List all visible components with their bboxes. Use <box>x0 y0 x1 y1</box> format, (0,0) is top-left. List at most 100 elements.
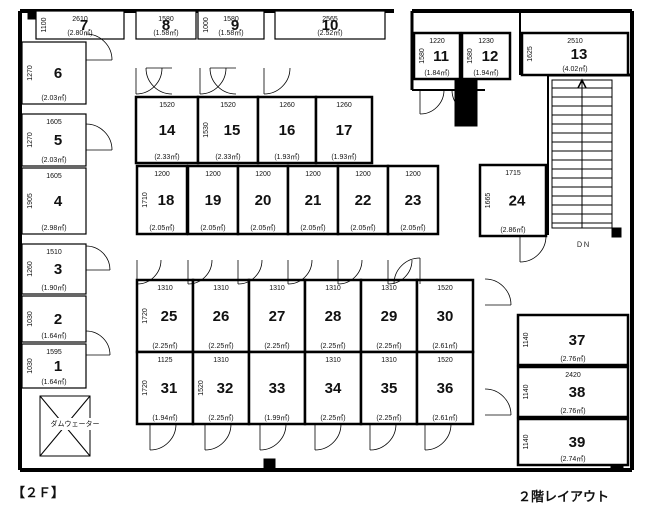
room-outline <box>236 164 290 236</box>
unit-number: 23 <box>405 192 422 209</box>
dumbwaiter-label: ダムウェーター <box>51 419 100 428</box>
door-swing-arc <box>85 123 113 151</box>
room-outline <box>460 31 512 81</box>
unit-number: 4 <box>54 193 63 210</box>
unit-number: 12 <box>482 48 499 65</box>
unit-number: 24 <box>509 192 526 209</box>
floor-area: (2.05㎡) <box>250 224 275 232</box>
stair-down-label: ＤＮ <box>576 241 590 249</box>
width-dimension: 1520 <box>220 102 236 109</box>
floor-area: (1.94㎡) <box>152 414 177 422</box>
door-swing-arc <box>451 89 477 115</box>
width-dimension: 1200 <box>355 171 371 178</box>
room-outline <box>412 31 462 81</box>
floor-area: (2.61㎡) <box>432 414 457 422</box>
depth-dimension: 1710 <box>142 192 149 208</box>
floor-area: (2.76㎡) <box>560 407 585 415</box>
door-swing-arc <box>484 278 512 306</box>
room-outline <box>516 313 630 367</box>
door-swing-arc <box>314 423 342 451</box>
floor-area: (1.94㎡) <box>473 69 498 77</box>
width-dimension: 1200 <box>305 171 321 178</box>
room-outline <box>386 164 440 236</box>
width-dimension: 1200 <box>154 171 170 178</box>
floor-area: (2.05㎡) <box>400 224 425 232</box>
floor-area: (2.25㎡) <box>376 414 401 422</box>
width-dimension: 1310 <box>157 285 173 292</box>
depth-dimension: 1520 <box>198 380 205 396</box>
unit-number: 28 <box>325 308 342 325</box>
floor-area: (2.76㎡) <box>560 355 585 363</box>
width-dimension: 1310 <box>381 357 397 364</box>
unit-number: 29 <box>381 308 398 325</box>
width-dimension: 1310 <box>381 285 397 292</box>
width-dimension: 1520 <box>437 357 453 364</box>
unit-number: 11 <box>433 48 449 65</box>
door-swing-arc <box>337 259 363 285</box>
unit-number: 1 <box>54 358 62 375</box>
door-swing-arc <box>136 259 162 285</box>
unit-number: 20 <box>255 192 272 209</box>
depth-dimension: 1720 <box>142 308 149 324</box>
door-swing-arc <box>519 235 547 263</box>
floor-area: (2.25㎡) <box>320 414 345 422</box>
floor-area: (1.99㎡) <box>264 414 289 422</box>
layout-title: ２階レイアウト <box>518 489 609 504</box>
floor-area: (2.25㎡) <box>264 342 289 350</box>
width-dimension: 1520 <box>159 102 175 109</box>
floor-area: (2.74㎡) <box>560 455 585 463</box>
door-swing-arc <box>204 423 232 451</box>
room-outline <box>21 343 87 389</box>
unit-number: 9 <box>231 17 239 34</box>
floor-area: (1.64㎡) <box>41 378 66 386</box>
room-outline <box>134 95 200 165</box>
floor-area: (1.64㎡) <box>41 332 66 340</box>
unit-number: 3 <box>54 261 62 278</box>
door-swing-arc <box>424 423 452 451</box>
unit-number: 6 <box>54 65 62 82</box>
floor-area: (2.25㎡) <box>376 342 401 350</box>
door-swing-arc <box>145 67 173 95</box>
room-outline <box>135 10 197 40</box>
room-outline <box>197 10 265 40</box>
unit-number: 2 <box>54 311 62 328</box>
floor-area: (1.93㎡) <box>274 153 299 161</box>
depth-dimension: 1905 <box>27 193 34 209</box>
width-dimension: 1580 <box>158 16 174 23</box>
floor-area: (2.86㎡) <box>500 226 525 234</box>
unit-number: 27 <box>269 308 286 325</box>
unit-number: 8 <box>162 17 170 34</box>
door-swing-arc <box>259 423 287 451</box>
width-dimension: 1200 <box>405 171 421 178</box>
door-swing-arc <box>199 67 227 95</box>
room-outline <box>135 164 189 236</box>
unit-number: 34 <box>325 380 342 397</box>
width-dimension: 1220 <box>429 38 445 45</box>
room-outline <box>286 164 340 236</box>
unit-number: 30 <box>437 308 454 325</box>
floor-area: (2.80㎡) <box>67 29 92 37</box>
floor-area: (2.98㎡) <box>41 224 66 232</box>
depth-dimension: 1665 <box>485 193 492 209</box>
door-swing-arc <box>263 67 291 95</box>
width-dimension: 2420 <box>565 372 581 379</box>
room-outline <box>303 350 363 426</box>
room-outline <box>336 164 390 236</box>
width-dimension: 1510 <box>46 249 62 256</box>
floor-area: (2.33㎡) <box>215 153 240 161</box>
unit-number: 32 <box>217 380 234 397</box>
room-29: 29 1310 (2.25㎡) <box>359 278 419 354</box>
floor-area: (1.58㎡) <box>218 29 243 37</box>
floor-area: (4.02㎡) <box>562 65 587 73</box>
